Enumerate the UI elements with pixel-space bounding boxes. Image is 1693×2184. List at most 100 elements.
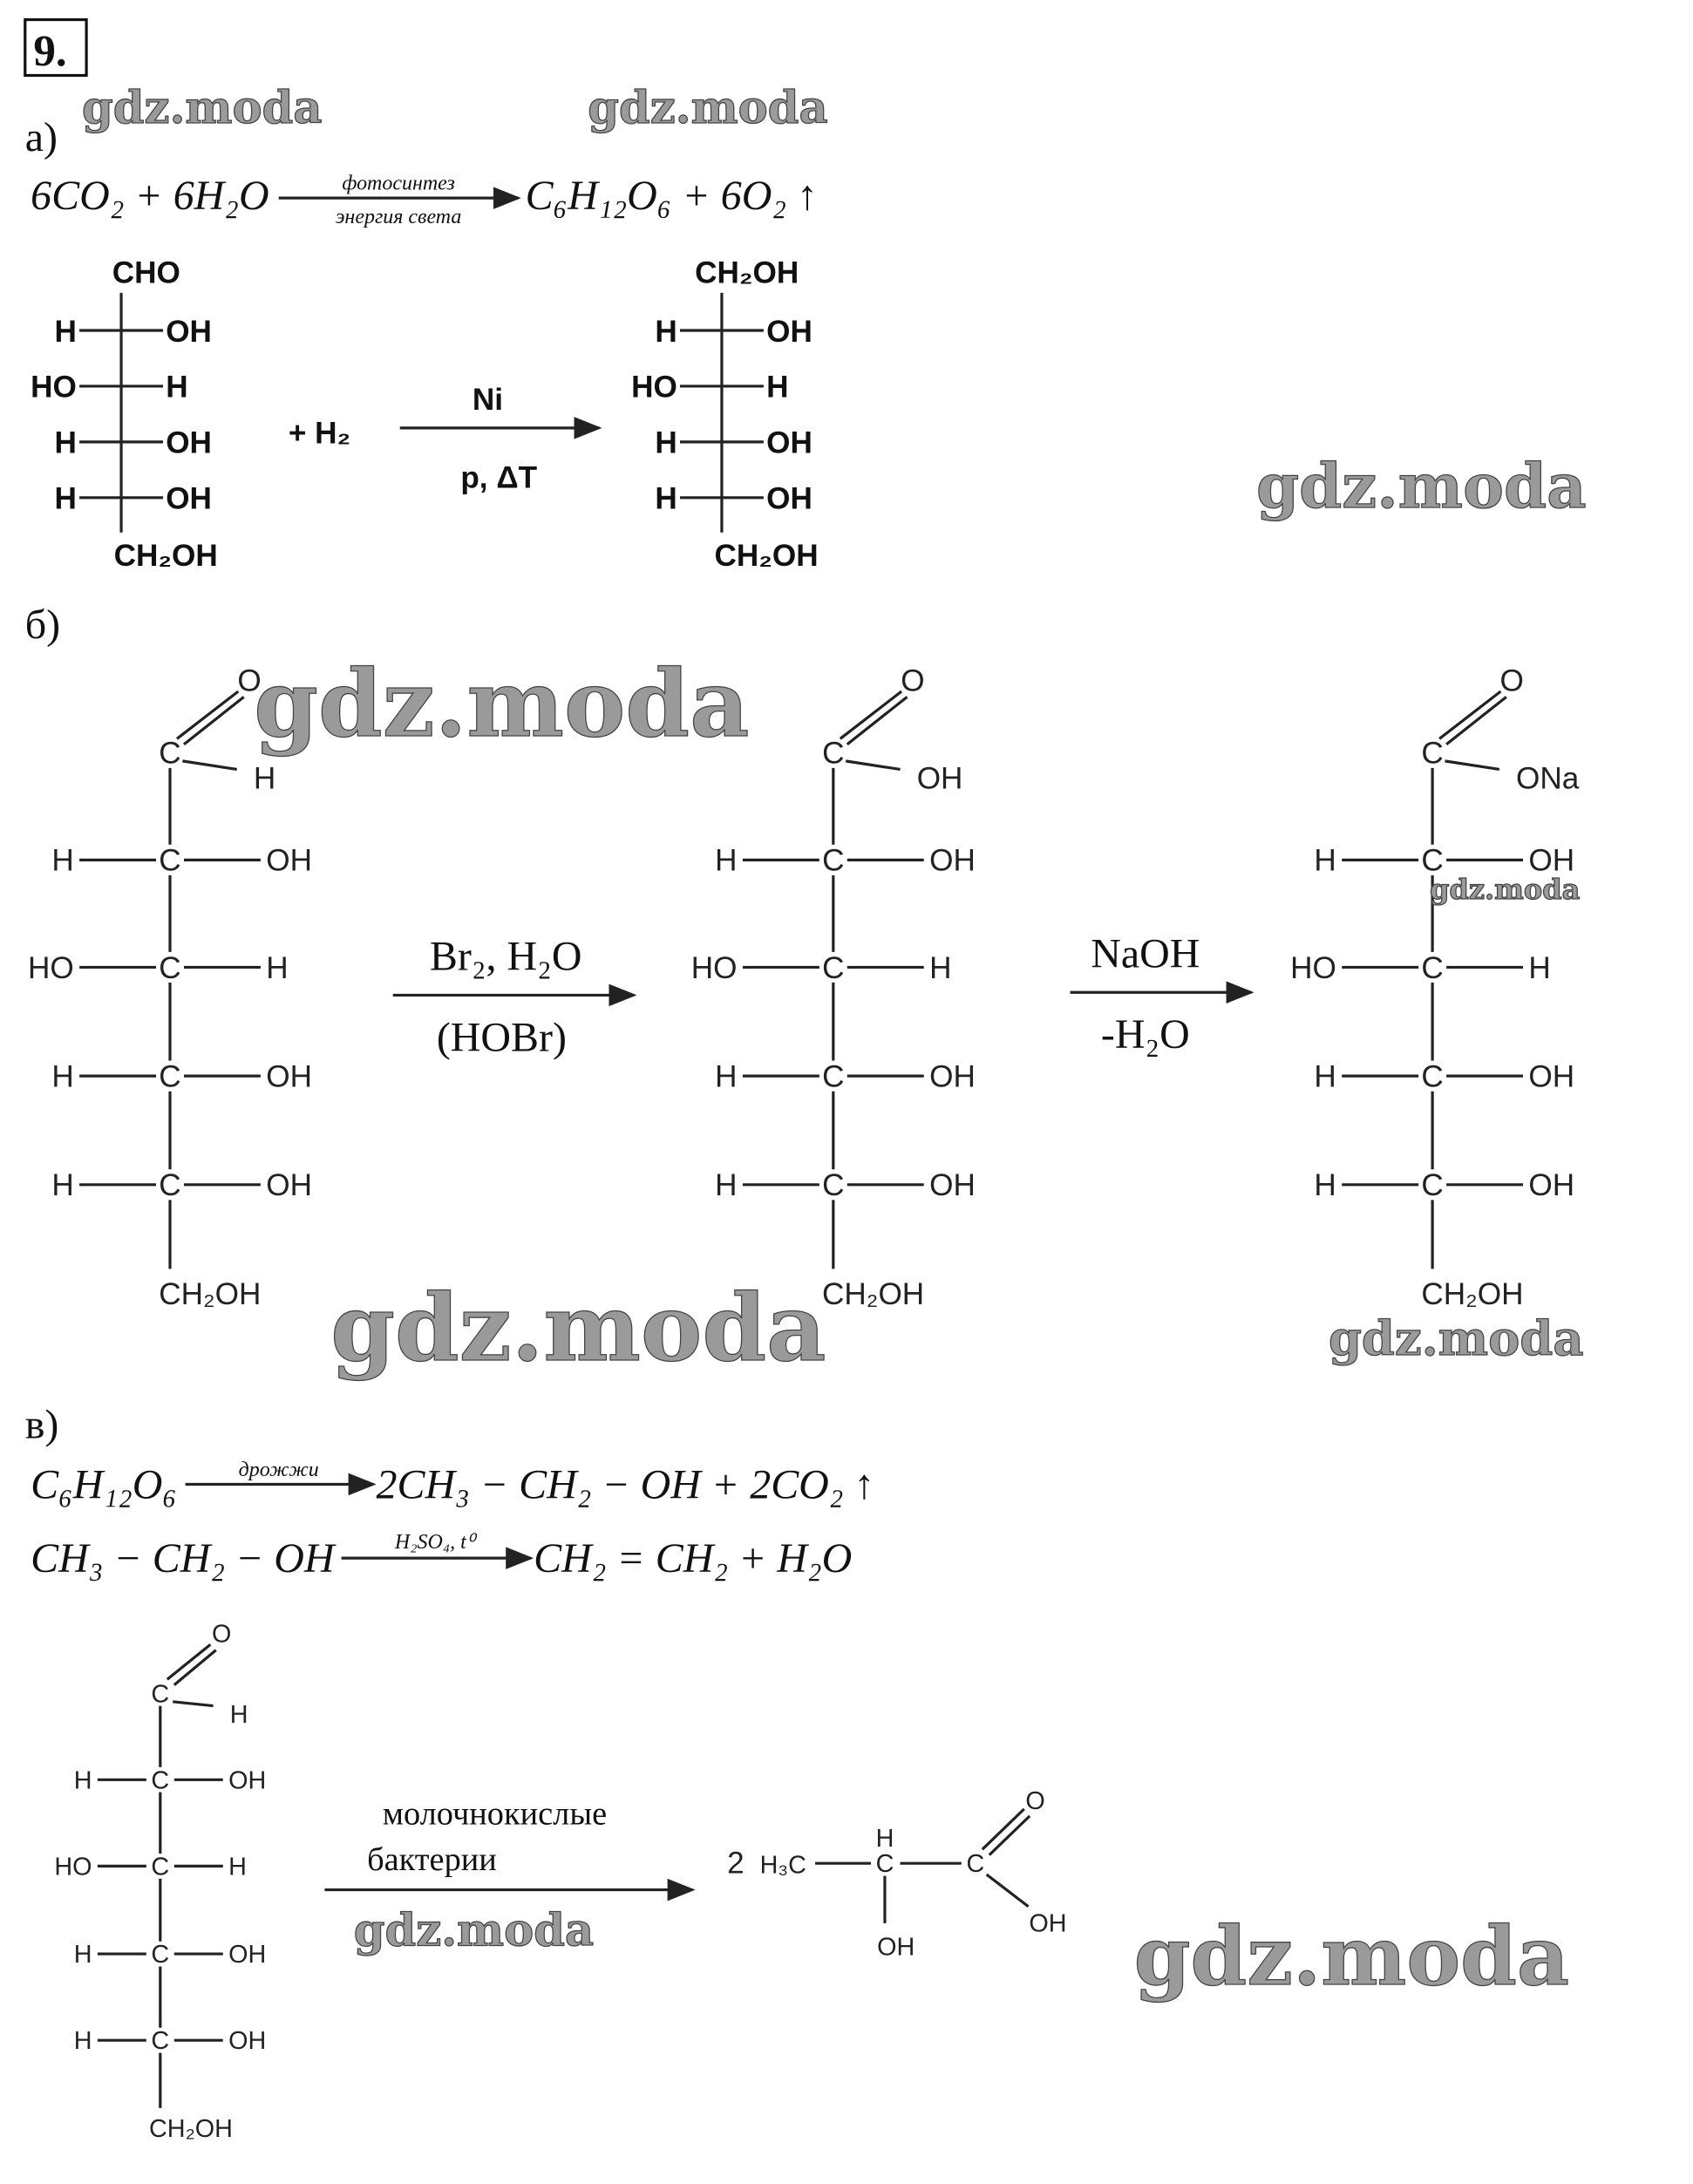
right-substituent: OH: [266, 844, 312, 878]
arrow-reagent: NaOH: [1091, 930, 1200, 976]
right-substituent: H: [766, 371, 788, 405]
right-substituent: OH: [166, 426, 212, 460]
chiral-carbon: C: [822, 1168, 844, 1202]
chiral-carbon: C: [1421, 844, 1443, 878]
carbonyl-substituent: ONa: [1516, 761, 1580, 795]
watermark: gdz.moda: [1134, 1908, 1569, 2004]
bottom-group: CH₂OH: [1421, 1277, 1523, 1311]
chiral-carbon: C: [151, 1941, 169, 1969]
equation-right: CH₂ = CH₂ + H₂O: [534, 1535, 852, 1582]
double-bond: [988, 1814, 1031, 1856]
equation-right: 2CH₃ − CH₂ − OH + 2CO₂ ↑: [377, 1461, 875, 1507]
atom-c: C: [876, 1850, 894, 1878]
watermark: gdz.moda: [1256, 450, 1587, 522]
left-substituent: HO: [54, 1853, 92, 1881]
carbonyl-carbon: C: [1421, 737, 1443, 771]
equation-right: C₆H₁₂O₆ + 6O₂ ↑: [526, 173, 818, 219]
left-substituent: H: [55, 426, 77, 460]
chiral-carbon: C: [151, 2027, 169, 2055]
watermark: gdz.moda: [330, 1274, 826, 1382]
bottom-group: CH₂OH: [715, 539, 819, 573]
carbonyl-carbon: C: [822, 737, 844, 771]
atom-h: H: [876, 1825, 894, 1853]
arrow-condition-above: фотосинтез: [342, 173, 454, 195]
carbonyl-oxygen: O: [212, 1621, 231, 1649]
atom-o: O: [1025, 1787, 1044, 1815]
chiral-carbon: C: [159, 951, 180, 985]
problem-number: 9.: [33, 26, 66, 76]
right-substituent: H: [228, 1853, 247, 1881]
chiral-carbon: C: [159, 1168, 180, 1202]
arrow-conditions: p, ΔT: [460, 461, 537, 495]
section-c-label: в): [25, 1402, 59, 1448]
right-substituent: OH: [166, 482, 212, 516]
double-bond: [1438, 690, 1502, 740]
right-substituent: OH: [1528, 844, 1574, 878]
lactic-acid-structure: 2 H₃C H C OH C O OH: [727, 1787, 1066, 1962]
equation-left: C₆H₁₂O₆: [31, 1461, 177, 1507]
atom-c: C: [966, 1850, 984, 1878]
carbonyl-substituent: H: [230, 1701, 248, 1729]
left-substituent: HO: [1290, 951, 1336, 985]
left-substituent: H: [655, 315, 677, 349]
section-b-label: б): [25, 602, 60, 648]
chiral-carbon: C: [822, 844, 844, 878]
right-substituent: OH: [228, 1766, 266, 1794]
right-substituent: OH: [228, 1941, 266, 1969]
hydrogen-reagent: + H₂: [289, 416, 350, 450]
bond: [173, 1700, 214, 1708]
carbonyl-oxygen: O: [901, 663, 924, 697]
chiral-carbon: C: [151, 1766, 169, 1794]
left-substituent: H: [1314, 1168, 1336, 1202]
left-substituent: H: [51, 1059, 73, 1093]
top-group: CH₂OH: [695, 256, 799, 290]
arrow-byproduct: -H₂O: [1101, 1011, 1190, 1058]
double-bond: [981, 1807, 1025, 1851]
left-substituent: H: [55, 315, 77, 349]
arrow-condition-line1: молочнокислые: [383, 1795, 607, 1832]
left-substituent: HO: [691, 951, 738, 985]
right-substituent: H: [166, 371, 187, 405]
bottom-group: CH₂OH: [114, 539, 218, 573]
bottom-group: CH₂OH: [159, 1277, 261, 1311]
chiral-carbon: C: [1421, 1059, 1443, 1093]
bond: [845, 759, 901, 772]
chiral-carbon: C: [159, 844, 180, 878]
coefficient: 2: [727, 1846, 745, 1880]
double-bond: [173, 1649, 217, 1686]
chiral-carbon: C: [1421, 951, 1443, 985]
bottom-group: CH₂OH: [822, 1277, 924, 1311]
right-substituent: OH: [929, 1059, 976, 1093]
fermentation-equation: C₆H₁₂O₆ дрожжи 2CH₃ − CH₂ − OH + 2CO₂ ↑: [31, 1459, 874, 1508]
right-substituent: OH: [1528, 1168, 1574, 1202]
watermark: gdz.moda: [1430, 873, 1580, 906]
watermark: gdz.moda: [82, 82, 322, 134]
carbonyl-oxygen: O: [237, 663, 261, 697]
double-bond: [1445, 696, 1507, 745]
right-substituent: H: [929, 951, 951, 985]
double-bond: [176, 690, 240, 740]
right-substituent: OH: [929, 844, 976, 878]
equation-left: CH₃ − CH₂ − OH: [31, 1535, 337, 1582]
left-substituent: H: [1314, 844, 1336, 878]
carbonyl-oxygen: O: [1500, 663, 1524, 697]
left-substituent: H: [655, 482, 677, 516]
left-substituent: HO: [28, 951, 74, 985]
chiral-carbon: C: [151, 1853, 169, 1881]
carbonyl-substituent: H: [254, 761, 275, 795]
right-substituent: OH: [766, 315, 813, 349]
left-substituent: H: [655, 426, 677, 460]
section-a-label: а): [25, 114, 58, 160]
methyl-group: H₃C: [760, 1851, 806, 1879]
arrow-catalyst: Ni: [473, 383, 503, 417]
arrow-condition-above: дрожжи: [239, 1459, 319, 1481]
right-substituent: OH: [929, 1168, 976, 1202]
chiral-carbon: C: [1421, 1168, 1443, 1202]
right-substituent: OH: [766, 426, 813, 460]
problem-number-box: [24, 17, 88, 78]
double-bond: [839, 690, 903, 740]
carbonyl-substituent: OH: [917, 761, 963, 795]
double-bond: [846, 696, 908, 745]
